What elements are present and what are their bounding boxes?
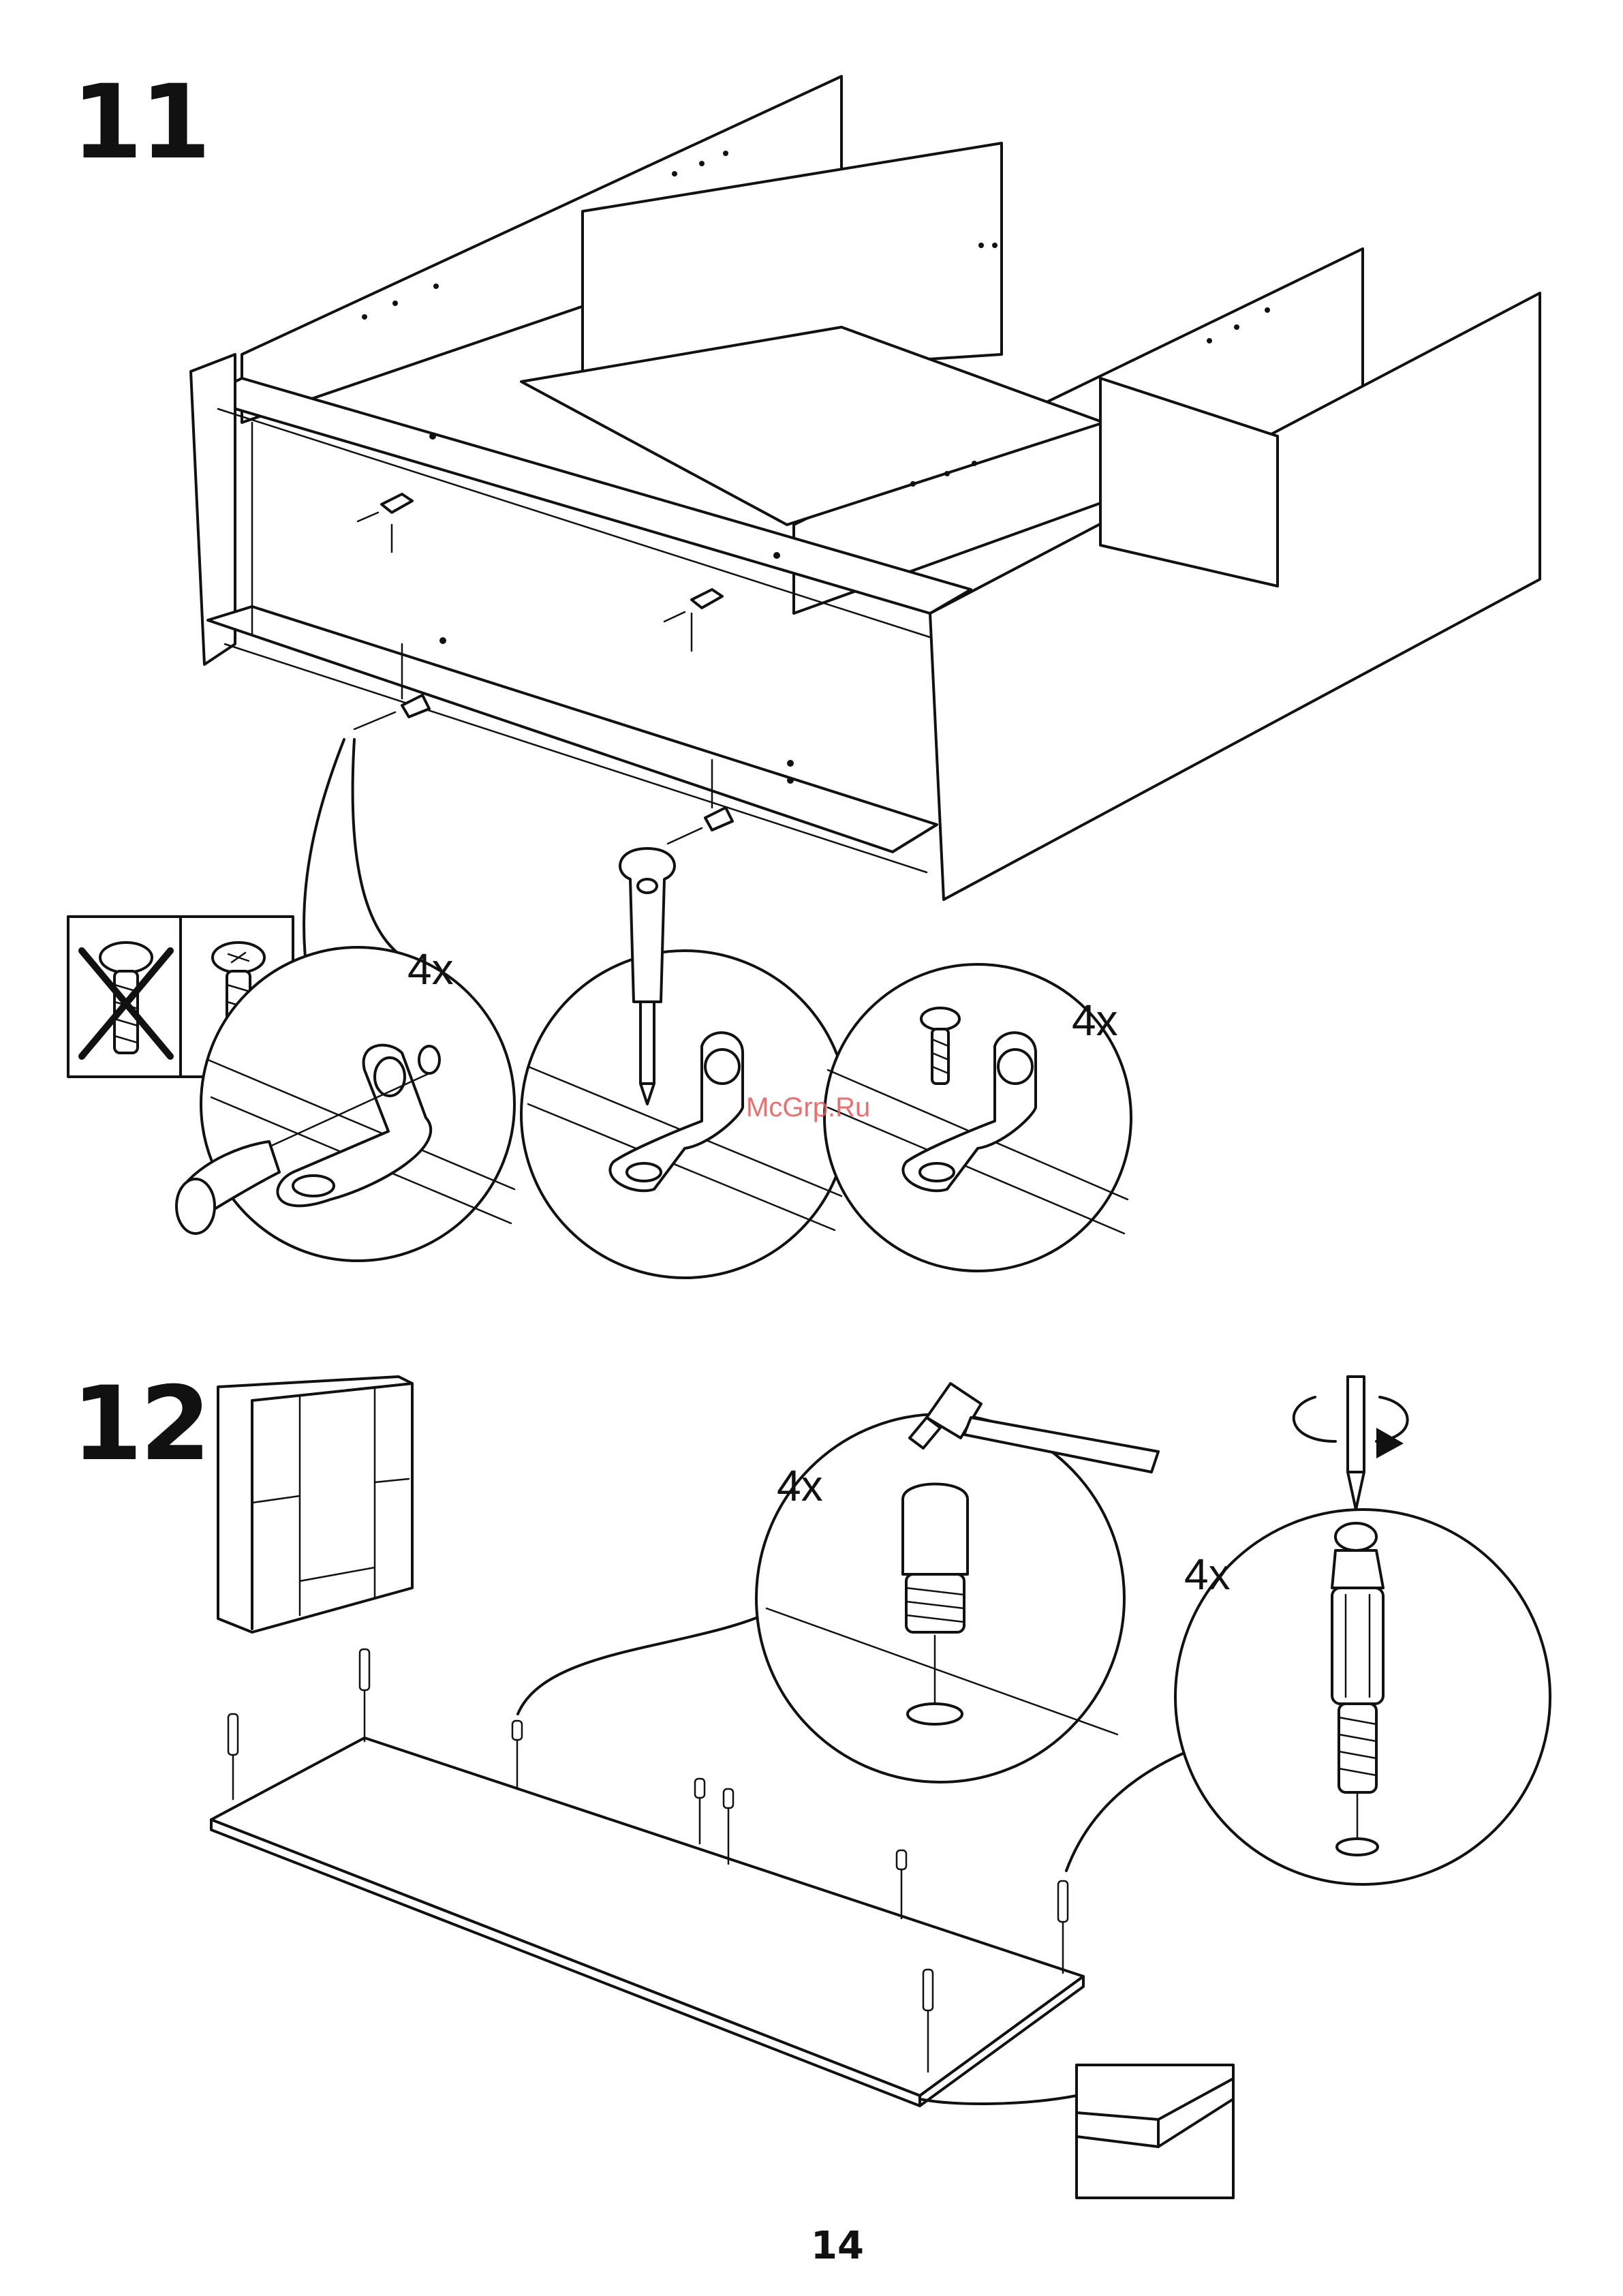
step-12-quantity-label: 4x <box>1184 1552 1231 1596</box>
page-number: 14 <box>811 2227 864 2265</box>
base-panel <box>211 1738 1083 2106</box>
step-12-quantity-label: 4x <box>777 1464 823 1507</box>
callout-leader-line <box>920 2096 1077 2104</box>
screwdriver-icon <box>1348 1377 1364 1510</box>
cabinet-frame <box>191 76 1540 900</box>
watermark: McGrp.Ru <box>746 1094 870 1121</box>
wardrobe-thumbnail <box>218 1377 412 1632</box>
edge-detail-box <box>1077 2065 1233 2198</box>
step-11-quantity-label: 4x <box>1072 998 1118 1042</box>
callout-leader-line <box>353 739 409 961</box>
detail-circle-cam-screw <box>1175 1510 1550 1884</box>
step-11-quantity-label: 4x <box>407 947 454 991</box>
step-12-number: 12 <box>72 1373 208 1475</box>
callout-leader-line <box>518 1615 763 1714</box>
